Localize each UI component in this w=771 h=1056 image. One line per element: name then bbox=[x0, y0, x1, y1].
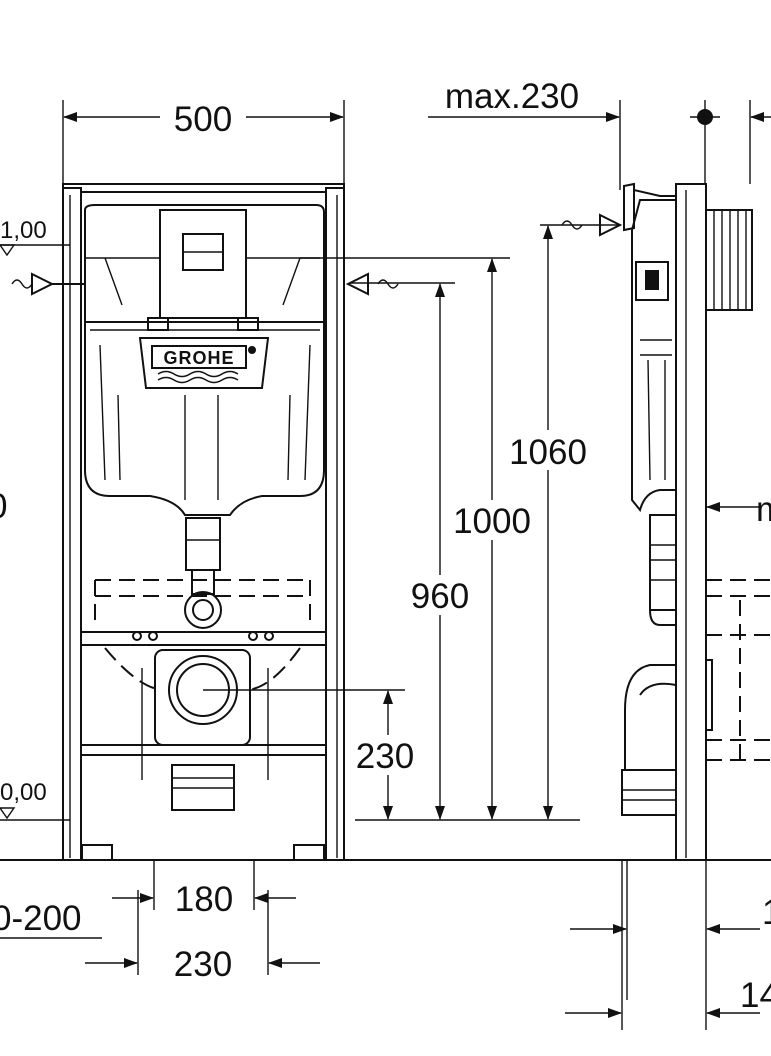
dimension-0-200: 0-200 bbox=[0, 899, 102, 939]
grohe-logo: GROHE bbox=[163, 348, 234, 368]
svg-text:960: 960 bbox=[411, 577, 469, 616]
dimension-960: 960 bbox=[350, 282, 469, 820]
frame-right-post bbox=[325, 187, 345, 861]
side-actuator-box bbox=[705, 209, 753, 311]
cut-off-label-right: m bbox=[756, 490, 771, 529]
svg-text:13: 13 bbox=[762, 893, 771, 932]
level-marker-upper: 1,00 bbox=[0, 217, 70, 257]
svg-text:1000: 1000 bbox=[453, 502, 531, 541]
flush-bend bbox=[184, 591, 222, 629]
dimension-180: 180 bbox=[112, 860, 296, 919]
cut-off-dimension-left: 0 bbox=[0, 487, 7, 526]
svg-text:500: 500 bbox=[174, 100, 232, 139]
side-drain-bend bbox=[624, 664, 676, 771]
side-drain-spigot bbox=[621, 769, 677, 816]
dimension-max-230: max.230 bbox=[428, 77, 621, 190]
svg-text:180: 180 bbox=[175, 880, 233, 919]
side-flush-pipe bbox=[649, 514, 677, 611]
cistern-upper bbox=[84, 204, 325, 323]
svg-text:max.230: max.230 bbox=[445, 77, 579, 116]
dimension-230-width: 230 bbox=[85, 890, 320, 984]
svg-text:0,00: 0,00 bbox=[0, 779, 47, 806]
svg-text:1060: 1060 bbox=[509, 433, 587, 472]
dimension-14: 14 bbox=[565, 860, 771, 1030]
flush-pipe bbox=[185, 517, 221, 571]
svg-text:230: 230 bbox=[356, 737, 414, 776]
actuator-plate bbox=[159, 209, 247, 319]
front-view: GROHE bbox=[0, 100, 771, 984]
svg-text:1,00: 1,00 bbox=[0, 217, 47, 244]
frame-top-bar bbox=[62, 183, 345, 193]
level-marker-lower: 0,00 bbox=[0, 779, 70, 821]
svg-text:14: 14 bbox=[740, 976, 771, 1015]
cistern-lower bbox=[84, 321, 325, 516]
frame-left-post bbox=[62, 187, 82, 861]
frame-right-foot bbox=[293, 844, 325, 861]
side-actuator-plate bbox=[623, 182, 635, 232]
dimension-13: 13 bbox=[570, 860, 771, 1030]
logo-panel bbox=[138, 337, 270, 389]
side-cistern bbox=[631, 199, 677, 513]
svg-text:230: 230 bbox=[174, 945, 232, 984]
dimension-500: 500 bbox=[62, 100, 345, 184]
side-frame-post bbox=[675, 183, 707, 861]
dimension-1000: 1000 bbox=[300, 257, 531, 820]
frame-left-foot bbox=[81, 844, 113, 861]
dimension-1060: 1060 bbox=[509, 224, 620, 820]
side-view: max.230 m bbox=[428, 77, 771, 1030]
dimension-230-height: 230 bbox=[203, 689, 414, 820]
svg-text:0-200: 0-200 bbox=[0, 899, 82, 938]
